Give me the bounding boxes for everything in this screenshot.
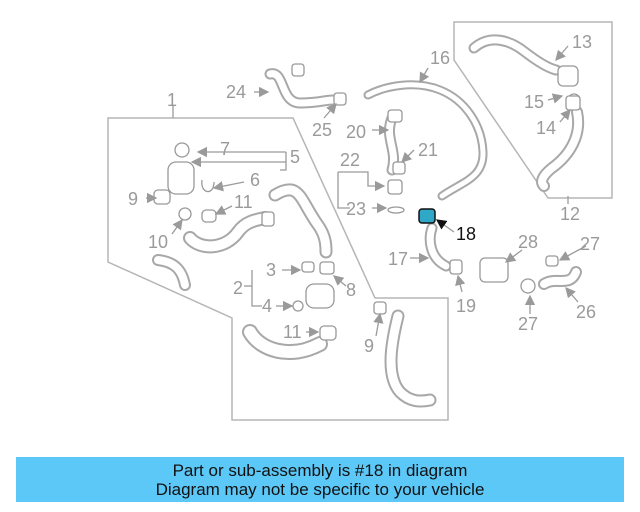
callout-5: 5	[290, 147, 300, 167]
callout-18[interactable]: 18	[456, 224, 476, 244]
callout-11b: 11	[283, 322, 302, 342]
pipe-24	[264, 68, 339, 109]
callout-8: 8	[346, 280, 356, 300]
callout-12: 12	[560, 204, 580, 224]
callout-9: 9	[128, 189, 138, 209]
pipe-lower-left	[183, 211, 272, 254]
housing-5	[167, 142, 195, 195]
part-14	[565, 95, 581, 111]
callout-3: 3	[266, 260, 276, 280]
clamp-24	[291, 63, 305, 77]
oring-4	[292, 300, 304, 312]
housing-28	[479, 257, 509, 283]
part-21	[387, 109, 406, 175]
clamp-27a	[545, 255, 559, 267]
fitting-12a	[261, 211, 275, 227]
clamp-8	[319, 261, 335, 275]
callout-4: 4	[262, 296, 272, 316]
callout-27b: 27	[518, 314, 538, 334]
callout-16: 16	[430, 48, 450, 68]
pipe-small-left	[152, 254, 191, 291]
callout-19: 19	[456, 296, 476, 316]
pipe-11-lower	[242, 324, 328, 360]
pipe-26	[538, 266, 582, 290]
callout-7: 7	[220, 139, 230, 159]
pipe-13	[468, 34, 562, 76]
pipe-main-1	[268, 183, 333, 259]
callout-22: 22	[340, 150, 360, 170]
pipe-20	[383, 112, 399, 176]
callout-11: 11	[234, 192, 253, 212]
callout-2: 2	[233, 278, 243, 298]
clamp-27b	[520, 278, 536, 294]
callout-14: 14	[536, 118, 556, 138]
clamp-11	[201, 209, 217, 223]
clamp-9b	[373, 301, 387, 315]
callout-26: 26	[576, 302, 596, 322]
callout-6: 6	[250, 170, 260, 190]
pipe-9-lower	[384, 309, 437, 408]
caption-line-1: Part or sub-assembly is #18 in diagram	[172, 461, 468, 480]
clamp-19	[449, 259, 463, 275]
callout-1: 1	[167, 90, 177, 110]
valve-2	[305, 283, 335, 309]
callout-28: 28	[518, 232, 538, 252]
part-22	[387, 179, 405, 214]
callout-27: 27	[580, 234, 600, 254]
caption-banner: Part or sub-assembly is #18 in diagram D…	[16, 457, 624, 502]
part-18-highlight[interactable]	[418, 208, 436, 224]
callout-10: 10	[148, 232, 168, 252]
callout-20: 20	[346, 122, 366, 142]
hose-3	[301, 261, 315, 273]
clamp-11b	[319, 325, 337, 341]
clamp-6	[201, 179, 215, 193]
callout-25: 25	[312, 120, 332, 140]
callout-21: 21	[418, 140, 438, 160]
assembly-12-box	[453, 21, 613, 199]
parts-diagram: 1 2 3 4 5 6 7 8 9 9 10 11 11 12 13 14 15…	[107, 21, 613, 421]
clamp-10	[178, 207, 192, 221]
callout-23: 23	[346, 199, 366, 219]
clamp-9	[153, 189, 171, 205]
callout-13: 13	[572, 32, 592, 52]
clamp-25	[333, 92, 347, 106]
caption-line-2: Diagram may not be specific to your vehi…	[155, 480, 485, 499]
assembly-1-box	[107, 117, 449, 421]
callout-15: 15	[524, 92, 544, 112]
callout-24: 24	[226, 82, 246, 102]
callout-9b: 9	[364, 336, 374, 356]
pipe-17	[424, 222, 452, 272]
callout-17: 17	[388, 249, 408, 269]
pipe-16	[363, 80, 488, 201]
pipe-14	[536, 106, 585, 192]
